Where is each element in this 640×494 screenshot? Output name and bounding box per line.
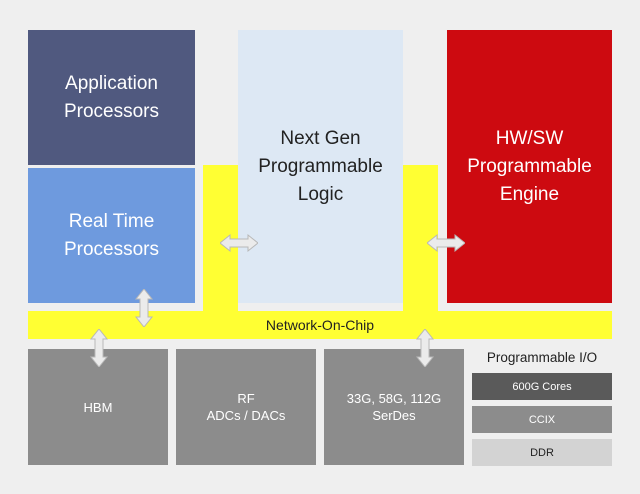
hw-sw-engine-block: HW/SW Programmable Engine [447, 30, 612, 303]
horizontal-double-arrow-icon [427, 233, 465, 253]
noc-label: Network-On-Chip [265, 317, 375, 333]
io-600g-cores: 600G Cores [472, 373, 612, 400]
application-processors-block: Application Processors [28, 30, 195, 165]
hbm-block: HBM [28, 349, 168, 465]
programmable-io-title: Programmable I/O [486, 349, 598, 365]
vertical-double-arrow-icon [89, 329, 109, 367]
real-time-processors-block: Real Time Processors [28, 168, 195, 303]
io-ccix: CCIX [472, 406, 612, 433]
vertical-double-arrow-icon [134, 289, 154, 327]
io-ddr: DDR [472, 439, 612, 466]
serdes-block: 33G, 58G, 112G SerDes [324, 349, 464, 465]
vertical-double-arrow-icon [415, 329, 435, 367]
noc-bus [28, 311, 612, 339]
programmable-logic-block: Next Gen Programmable Logic [238, 30, 403, 303]
rf-converters-block: RF ADCs / DACs [176, 349, 316, 465]
horizontal-double-arrow-icon [220, 233, 258, 253]
